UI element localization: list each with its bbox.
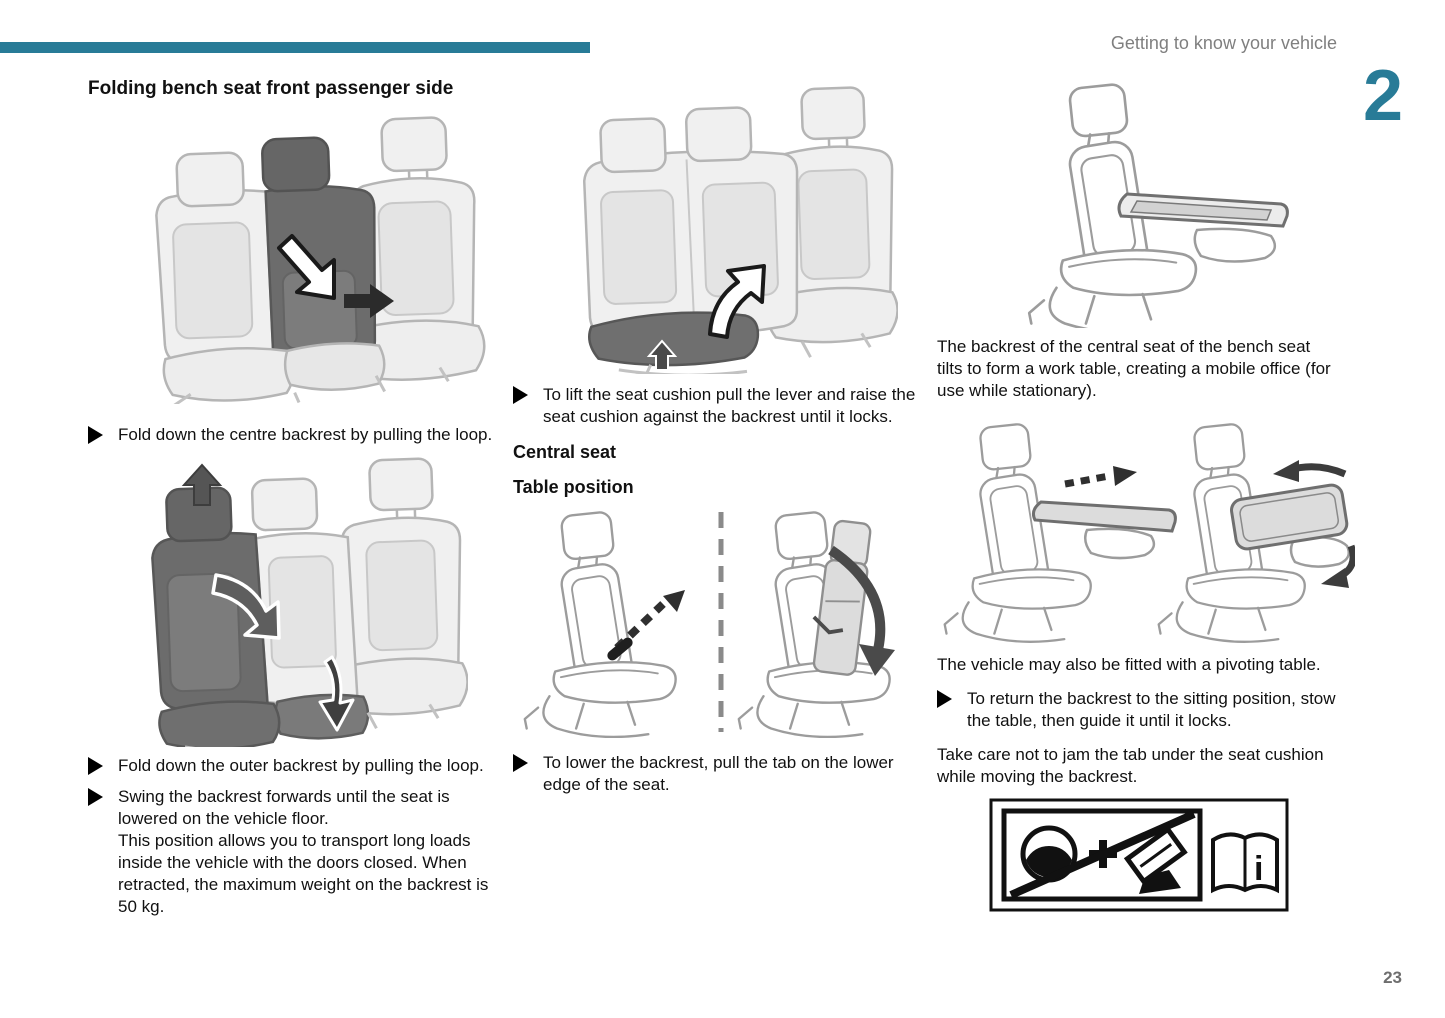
lower-seat-arrow-icon bbox=[318, 655, 355, 732]
instruction-text: To lift the seat cushion pull the lever … bbox=[543, 385, 916, 426]
bench-seat-illustration bbox=[582, 86, 899, 379]
seat-steps-illustration bbox=[523, 510, 895, 739]
instruction-bullet: To return the backrest to the sitting po… bbox=[937, 688, 1339, 732]
instruction-bullet: To lift the seat cushion pull the lever … bbox=[513, 384, 931, 428]
instruction-text: To lower the backrest, pull the tab on t… bbox=[543, 753, 894, 794]
instruction-text: Fold down the centre backrest by pulling… bbox=[118, 425, 493, 444]
swivel-arrow-icon bbox=[1321, 544, 1357, 588]
instruction-text: Fold down the outer backrest by pulling … bbox=[118, 756, 484, 775]
subsection-heading-central-seat: Central seat bbox=[513, 442, 617, 462]
figure-lift-seat-cushion bbox=[558, 84, 931, 379]
section-heading: Folding bench seat front passenger side bbox=[88, 78, 454, 99]
instruction-bullet: To lower the backrest, pull the tab on t… bbox=[513, 752, 931, 796]
bullet-arrow-icon bbox=[88, 755, 118, 780]
lever-arrow-icon bbox=[646, 339, 678, 371]
fold-forward-arrow-icon bbox=[211, 573, 281, 640]
instruction-bullet: Fold down the outer backrest by pulling … bbox=[88, 755, 502, 780]
paragraph: The vehicle may also be fitted with a pi… bbox=[937, 655, 1321, 674]
paragraph: The backrest of the central seat of the … bbox=[937, 337, 1331, 400]
page-number: 23 bbox=[1383, 968, 1402, 987]
pivot-table-group bbox=[1230, 460, 1357, 588]
paragraph: Take care not to jam the tab under the s… bbox=[937, 745, 1324, 786]
tilted-table-icon bbox=[1123, 825, 1188, 894]
figure-warning-pictogram: i bbox=[989, 798, 1339, 912]
bench-seat-illustration bbox=[155, 116, 486, 414]
pivoting-table-illustration bbox=[943, 422, 1357, 643]
subsection-heading-table-position: Table position bbox=[513, 477, 634, 497]
figure-seat-with-work-table bbox=[1009, 78, 1339, 335]
figure-fold-centre-backrest bbox=[130, 114, 502, 414]
prohibition-slash bbox=[1009, 810, 1196, 899]
slide-table-group bbox=[1032, 466, 1177, 560]
work-table-tray bbox=[1117, 192, 1289, 263]
central-backrest-panel bbox=[812, 519, 872, 676]
slide-right-arrow-icon bbox=[344, 284, 394, 318]
bullet-arrow-icon bbox=[88, 786, 118, 811]
figure-pivoting-table-steps bbox=[937, 408, 1357, 646]
instruction-text: Swing the backrest forwards until the se… bbox=[118, 787, 489, 916]
right-column: The backrest of the central seat of the … bbox=[937, 78, 1357, 912]
figure-fold-outer-backrest bbox=[128, 457, 502, 754]
instruction-text: To return the backrest to the sitting po… bbox=[967, 689, 1336, 730]
instruction-bullet: Swing the backrest forwards until the se… bbox=[88, 786, 502, 918]
bench-seat-illustration bbox=[151, 457, 469, 754]
bullet-arrow-icon bbox=[513, 752, 543, 777]
left-column: Folding bench seat front passenger side bbox=[88, 78, 502, 918]
raise-cushion-arrow-icon bbox=[708, 264, 766, 339]
bullet-arrow-icon bbox=[88, 424, 118, 449]
svg-text:i: i bbox=[1254, 850, 1263, 888]
middle-column: To lift the seat cushion pull the lever … bbox=[513, 78, 931, 796]
figure-table-position-steps bbox=[513, 506, 931, 739]
fold-down-arrow-icon bbox=[277, 234, 336, 300]
accent-bar bbox=[0, 42, 590, 53]
seat-table-illustration bbox=[1027, 82, 1289, 335]
bullet-arrow-icon bbox=[513, 384, 543, 409]
running-header: Getting to know your vehicle bbox=[1110, 33, 1337, 53]
pull-up-arrow-icon bbox=[181, 463, 223, 506]
bullet-arrow-icon bbox=[937, 688, 967, 713]
do-not-drive-with-table-pictogram: i bbox=[989, 798, 1289, 912]
fold-backrest-curved-arrow-icon bbox=[828, 545, 895, 676]
pivot-arrow-icon bbox=[1273, 460, 1347, 482]
refer-to-manual-book-icon: i bbox=[1211, 832, 1279, 894]
pull-tab-dashed-arrow-icon bbox=[607, 590, 685, 661]
slide-out-dashed-arrow-icon bbox=[1064, 466, 1137, 488]
chapter-number: 2 bbox=[1362, 56, 1403, 136]
instruction-bullet: Fold down the centre backrest by pulling… bbox=[88, 424, 502, 449]
